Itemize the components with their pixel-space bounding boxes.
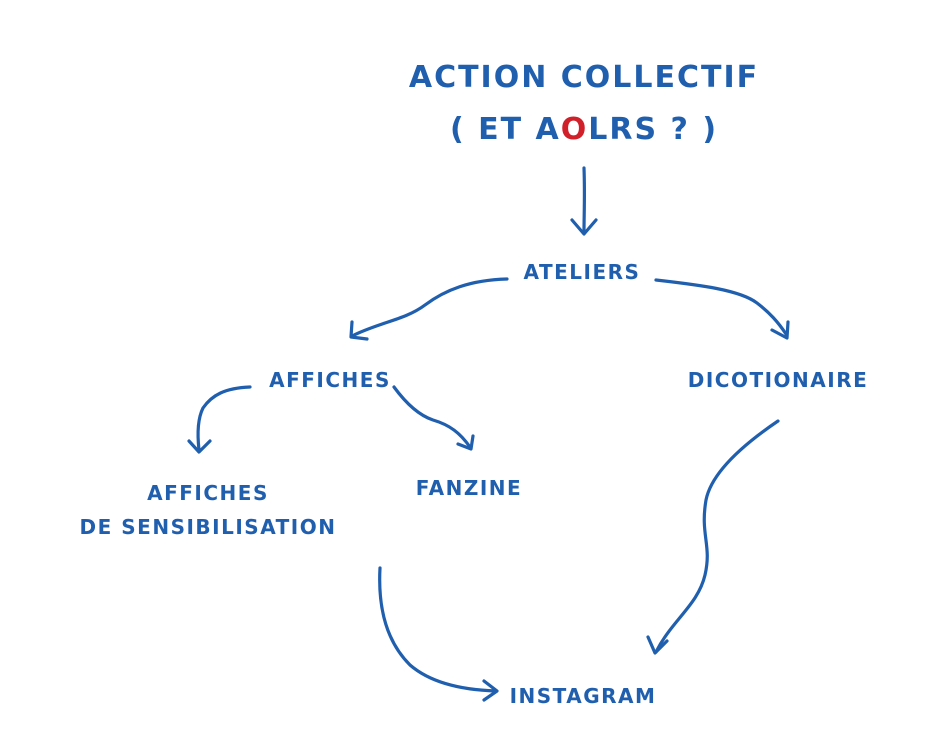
node-fanzine: FANZINE <box>415 476 523 500</box>
title-line-2-red-letter: O <box>560 112 589 147</box>
node-instagram: INSTAGRAM <box>509 684 657 708</box>
title-line-2-start: ( ET A <box>449 112 561 147</box>
diagram-title: ACTION COLLECTIF <box>409 60 759 95</box>
node-affiches-de-sensibilisation-line-1: AFFICHES <box>147 481 269 505</box>
arrow-sensibilisation-to-instagram <box>378 566 499 702</box>
title-line-2-end: LRS ? ) <box>588 112 719 147</box>
arrow-affiches-to-sensibilisation <box>187 385 252 454</box>
node-affiches-de-sensibilisation: AFFICHES DE SENSIBILISATION <box>80 476 337 544</box>
arrow-ateliers-to-affiches <box>349 277 509 341</box>
node-ateliers: ATELIERS <box>523 260 641 284</box>
node-affiches: AFFICHES <box>269 368 391 392</box>
arrow-ateliers-to-dicotionaire <box>654 278 790 340</box>
arrow-title-to-ateliers <box>570 166 598 236</box>
node-dicotionaire: DICOTIONAIRE <box>687 368 869 392</box>
title-line-1: ACTION COLLECTIF <box>408 60 760 95</box>
node-affiches-de-sensibilisation-line-2: DE SENSIBILISATION <box>79 515 337 539</box>
arrow-dicotionaire-to-instagram <box>646 419 780 655</box>
arrow-affiches-to-fanzine <box>392 385 475 451</box>
diagram-subtitle: ( ET AOLRS ? ) <box>450 112 718 147</box>
